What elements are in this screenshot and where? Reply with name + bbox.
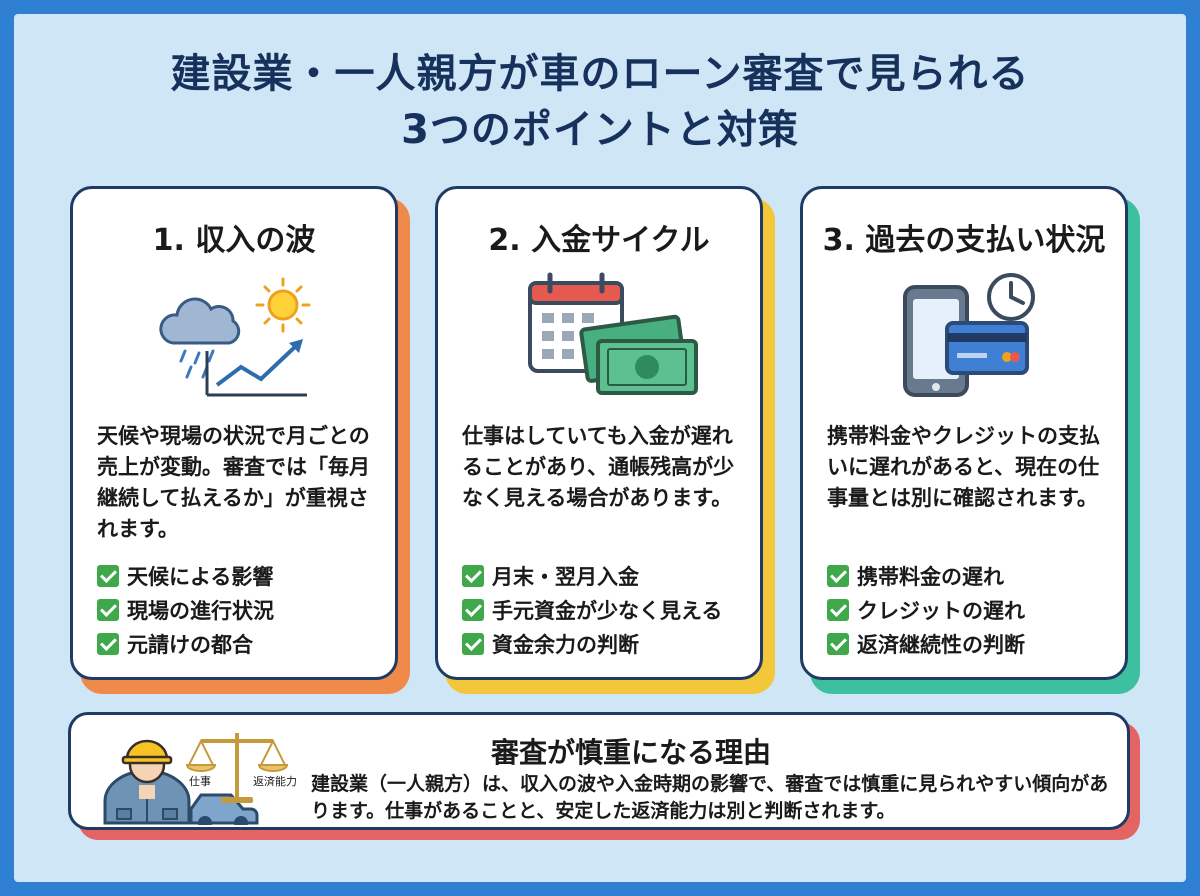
list-item: 返済継続性の判断: [827, 627, 1025, 661]
checkmark-icon: [827, 599, 849, 621]
card-payment-history: 3. 過去の支払い状況 携帯料金やクレジットの支払いに遅れがあると、現在の仕事量…: [800, 186, 1140, 694]
phone-card-clock-icon: [903, 273, 1035, 397]
card-payment-cycle: 2. 入金サイクル 仕事はしていても入金が遅れることがあり、通帳残高が少なく見え…: [435, 186, 775, 694]
card-panel: 2. 入金サイクル 仕事はしていても入金が遅れることがあり、通帳残高が少なく見え…: [435, 186, 763, 680]
list-item: 携帯料金の遅れ: [827, 559, 1025, 593]
bottom-card: 仕事 返済能力 審査が慎重になる理由 建設業（一人親方）は、収入の波や入金時期の…: [68, 712, 1130, 830]
card-description: 天候や現場の状況で月ごとの売上が変動。審査では「毎月継続して払えるか」が重視され…: [97, 424, 370, 541]
list-item: 月末・翌月入金: [462, 559, 722, 593]
worker-scale-car-icon: [103, 733, 289, 825]
checkmark-icon: [827, 565, 849, 587]
list-item: 現場の進行状況: [97, 593, 274, 627]
checkmark-icon: [827, 633, 849, 655]
card-checklist: 携帯料金の遅れ クレジットの遅れ 返済継続性の判断: [827, 559, 1025, 661]
checkmark-icon: [462, 633, 484, 655]
bottom-reason-panel: 仕事 返済能力 審査が慎重になる理由 建設業（一人親方）は、収入の波や入金時期の…: [68, 712, 1140, 842]
card-description: 携帯料金やクレジットの支払いに遅れがあると、現在の仕事量とは別に確認されます。: [827, 424, 1100, 510]
card-heading: 2. 入金サイクル: [488, 223, 710, 258]
checkmark-icon: [462, 565, 484, 587]
bottom-body-text: 建設業（一人親方）は、収入の波や入金時期の影響で、審査では慎重に見られやすい傾向…: [311, 773, 1109, 822]
card-heading: 3. 過去の支払い状況: [822, 223, 1106, 258]
list-item: 資金余力の判断: [462, 627, 722, 661]
list-item: 手元資金が少なく見える: [462, 593, 722, 627]
list-item: 天候による影響: [97, 559, 274, 593]
page-title: 建設業・一人親方が車のローン審査で見られる 3つのポイントと対策: [0, 46, 1200, 158]
checkmark-icon: [97, 599, 119, 621]
card-checklist: 月末・翌月入金 手元資金が少なく見える 資金余力の判断: [462, 559, 722, 661]
card-panel: 3. 過去の支払い状況 携帯料金やクレジットの支払いに遅れがあると、現在の仕事量…: [800, 186, 1128, 680]
card-heading: 1. 収入の波: [152, 223, 316, 258]
checkmark-icon: [97, 565, 119, 587]
checkmark-icon: [462, 599, 484, 621]
card-checklist: 天候による影響 現場の進行状況 元請けの都合: [97, 559, 274, 661]
calendar-money-icon: [528, 272, 698, 395]
scale-left-label: 仕事: [189, 775, 211, 788]
card-income-wave: 1. 収入の波 天候や現場の状況で月ごとの売上が変動。審査では「毎月継続して払え…: [70, 186, 410, 694]
card-panel: 1. 収入の波 天候や現場の状況で月ごとの売上が変動。審査では「毎月継続して払え…: [70, 186, 398, 680]
card-description: 仕事はしていても入金が遅れることがあり、通帳残高が少なく見える場合があります。: [462, 424, 735, 510]
list-item: 元請けの都合: [97, 627, 274, 661]
page-title-line1: 建設業・一人親方が車のローン審査で見られる: [170, 51, 1030, 97]
weather-growth-chart-icon: [159, 277, 311, 397]
page-title-line2: 3つのポイントと対策: [401, 107, 799, 153]
checkmark-icon: [97, 633, 119, 655]
bottom-heading: 審査が慎重になる理由: [491, 736, 772, 769]
list-item: クレジットの遅れ: [827, 593, 1025, 627]
scale-right-label: 返済能力: [253, 775, 297, 788]
